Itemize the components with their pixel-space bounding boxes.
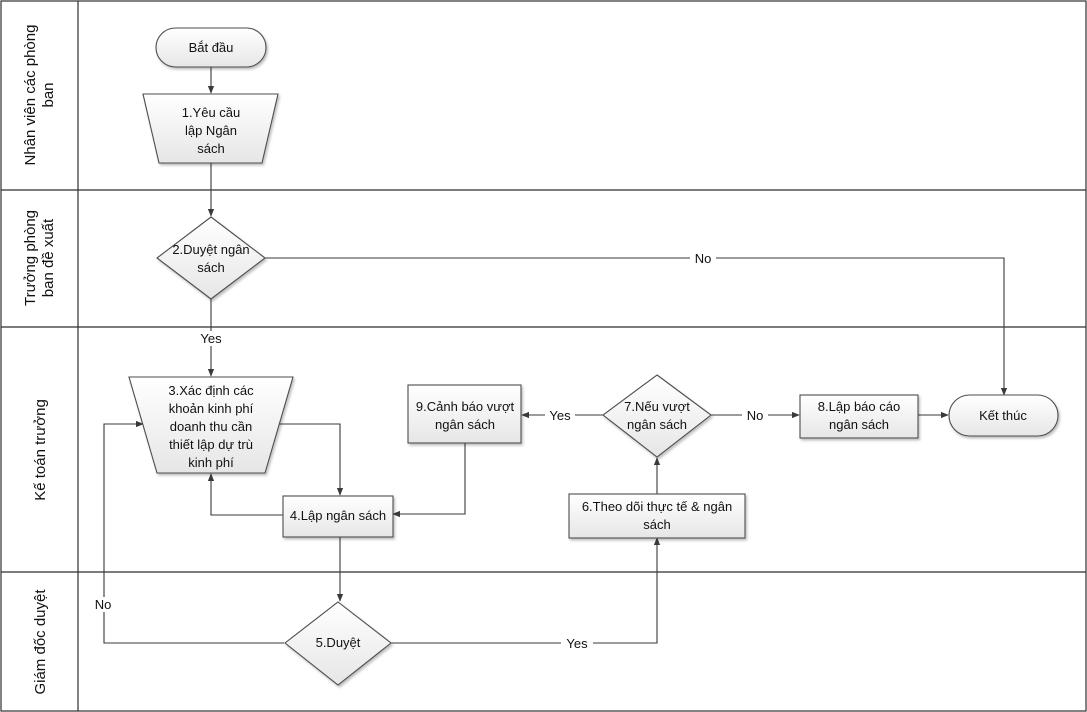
step-2-decision: 2.Duyệt ngân sách	[156, 216, 266, 300]
lane-title-staff: Nhân viên các phòng ban	[22, 25, 57, 166]
connector-n2-no-to-end	[265, 257, 1008, 396]
nodes: Bắt đầu 1.Yêu cầu lập Ngân sách 2.Duyệt …	[128, 27, 1059, 686]
edge-label-n7-yes: Yes	[549, 408, 571, 423]
lane-title-line: ban	[40, 82, 57, 107]
node-text-line: lập Ngân	[185, 123, 237, 138]
lane-title-line: Trưởng phòng	[22, 210, 39, 306]
node-text-line: 6.Theo dõi thực tế & ngân	[582, 499, 732, 514]
edge-label-n5-yes: Yes	[566, 636, 588, 651]
node-text-line: ngân sách	[435, 417, 495, 432]
step-1-node: 1.Yêu cầu lập Ngân sách	[142, 93, 279, 164]
connectors	[103, 67, 1008, 644]
node-text-line: khoản kinh phí	[169, 401, 254, 416]
connector-n3-to-n4	[265, 423, 344, 496]
step-6-node: 6.Theo dõi thực tế & ngân sách	[568, 493, 746, 539]
edge-label-n5-no: No	[95, 597, 112, 612]
node-text-line: sách	[197, 260, 224, 275]
edge-label-n7-no: No	[747, 408, 764, 423]
lane-title-line: ban đề xuất	[40, 218, 57, 297]
start-node: Bắt đầu	[155, 27, 267, 68]
node-text-line: 2.Duyệt ngân	[172, 242, 249, 257]
node-text-line: 8.Lập báo cáo	[818, 399, 900, 414]
edge-label-n2-yes: Yes	[200, 331, 222, 346]
connector-n9-to-n4	[392, 443, 466, 518]
node-text-line: 4.Lập ngân sách	[290, 508, 386, 523]
node-text-line: 1.Yêu cầu	[182, 105, 241, 120]
node-text-line: ngân sách	[829, 417, 889, 432]
node-text-line: ngân sách	[627, 417, 687, 432]
start-label: Bắt đầu	[189, 40, 234, 55]
node-text-line: sách	[643, 517, 670, 532]
step-3-node: 3.Xác định các khoản kinh phí doanh thu …	[128, 376, 294, 474]
end-label: Kết thúc	[979, 408, 1027, 423]
step-7-decision: 7.Nếu vượt ngân sách	[602, 374, 712, 458]
node-text-line: doanh thu cần	[170, 419, 252, 434]
connector-n5-no-to-n3	[103, 420, 284, 644]
node-text-line: 5.Duyệt	[316, 635, 361, 650]
lane-title-director: Giám đốc duyệt	[32, 589, 49, 695]
node-text-line: 3.Xác định các	[168, 383, 254, 398]
node-text-line: 7.Nếu vượt	[624, 399, 690, 414]
edge-labels: No Yes No Yes Yes No	[90, 251, 768, 651]
end-node: Kết thúc	[948, 394, 1059, 437]
node-text-line: 9.Cảnh báo vượt	[416, 399, 515, 414]
connector-n5-yes-to-n6	[391, 537, 661, 644]
lane-title-head: Trưởng phòng ban đề xuất	[22, 210, 57, 306]
step-4-node: 4.Lập ngân sách	[282, 495, 394, 538]
lane-title-line: Giám đốc duyệt	[32, 589, 49, 695]
step-5-decision: 5.Duyệt	[284, 601, 392, 686]
node-text-line: sách	[197, 141, 224, 156]
lane-title-line: Kế toán trưởng	[32, 399, 49, 501]
node-text-line: thiết lập dự trù	[169, 437, 253, 452]
step-8-node: 8.Lập báo cáo ngân sách	[799, 394, 919, 439]
edge-label-n2-no: No	[695, 251, 712, 266]
step-9-node: 9.Cảnh báo vượt ngân sách	[407, 384, 522, 444]
node-text-line: kinh phí	[188, 455, 234, 470]
connector-n4-to-n3	[207, 473, 283, 516]
lane-title-line: Nhân viên các phòng	[22, 25, 39, 166]
lane-title-accountant: Kế toán trưởng	[32, 399, 49, 501]
